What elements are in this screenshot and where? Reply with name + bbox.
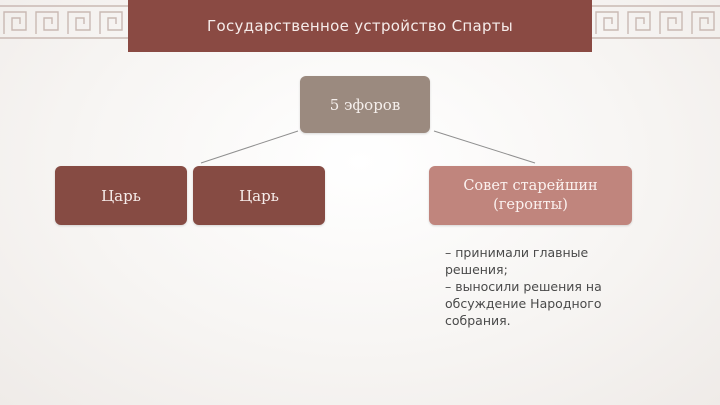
connector-ephors-gerousia bbox=[433, 130, 536, 164]
note-line: – выносили решения на bbox=[445, 279, 602, 294]
connector-ephors-kings bbox=[200, 130, 299, 164]
meander-border-left bbox=[0, 5, 128, 39]
note-line: собрания. bbox=[445, 313, 511, 328]
gerousia-label: Совет старейшин (геронты) bbox=[463, 177, 598, 213]
meander-border-right bbox=[592, 5, 720, 39]
king-left-label: Царь bbox=[101, 186, 141, 205]
gerousia-description: – принимали главные решения; – выносили … bbox=[445, 244, 635, 329]
note-line: обсуждение Народного bbox=[445, 296, 602, 311]
note-line: решения; bbox=[445, 262, 508, 277]
gerousia-box: Совет старейшин (геронты) bbox=[429, 166, 632, 225]
ephors-box: 5 эфоров bbox=[300, 76, 430, 133]
king-right-label: Царь bbox=[239, 186, 279, 205]
king-box-right: Царь bbox=[193, 166, 325, 225]
ephors-label: 5 эфоров bbox=[329, 95, 401, 114]
title-banner: Государственное устройство Спарты bbox=[128, 0, 592, 52]
note-line: – принимали главные bbox=[445, 245, 589, 260]
slide-title: Государственное устройство Спарты bbox=[207, 17, 513, 35]
king-box-left: Царь bbox=[55, 166, 187, 225]
